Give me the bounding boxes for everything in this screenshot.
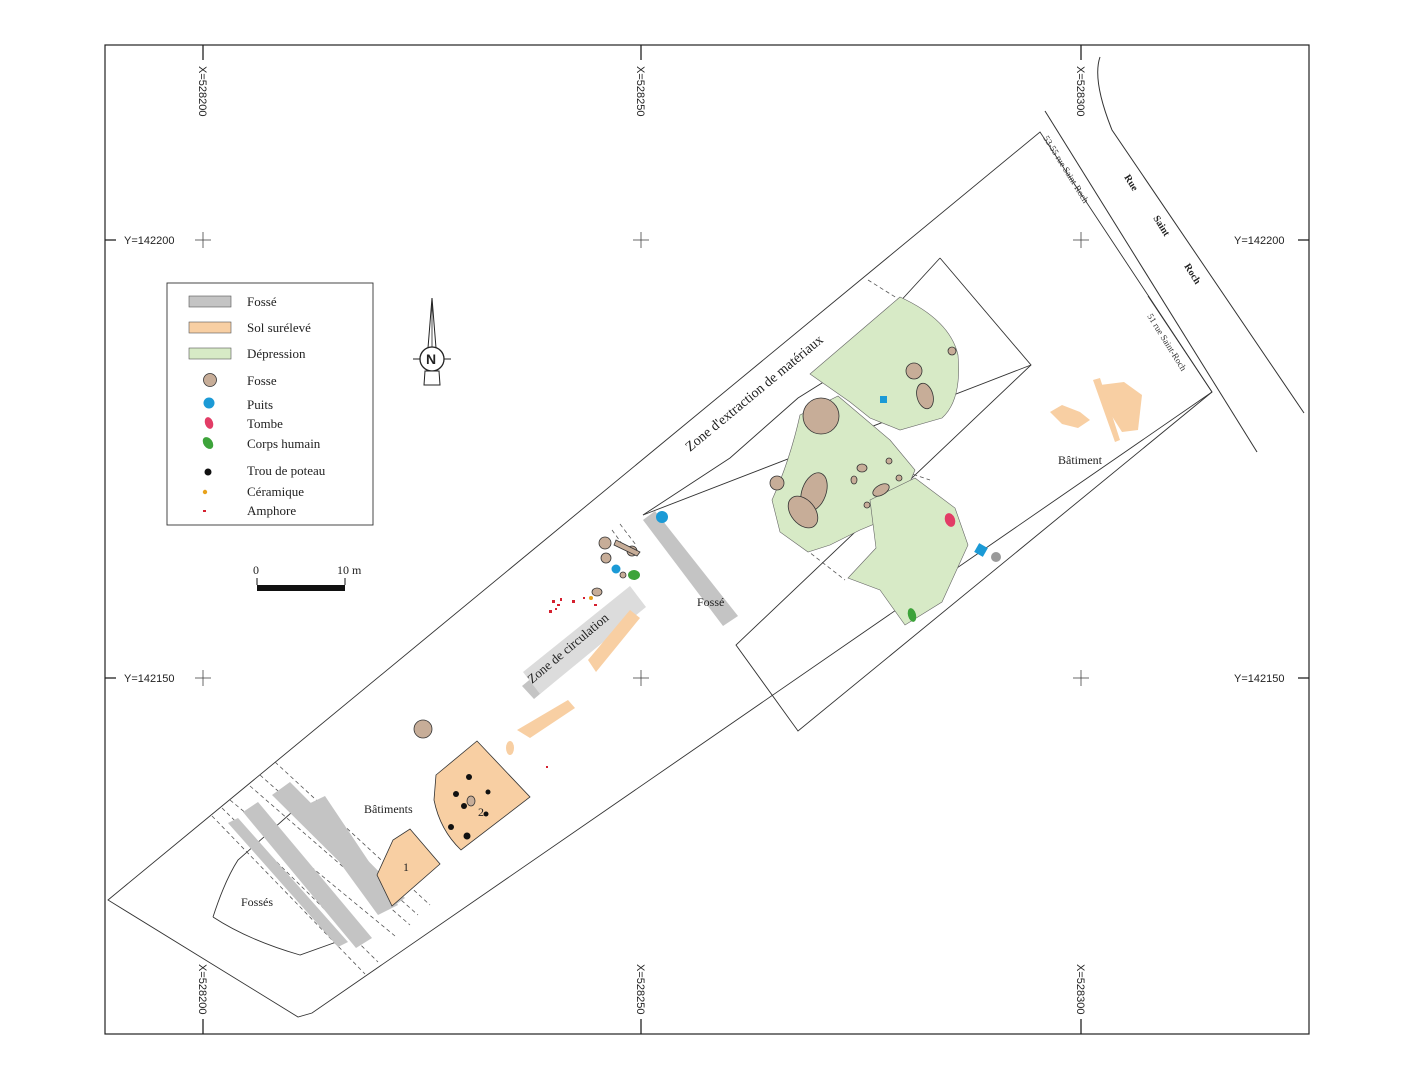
north-letter: N [426, 351, 436, 367]
ceramic [589, 596, 593, 600]
legend-label-ceramique: Céramique [247, 484, 304, 499]
map-frame [104, 44, 1310, 1035]
coord-y-lower-right: Y=142150 [1234, 673, 1284, 685]
scale-bar: 0 10 m [253, 563, 362, 591]
legend-label-puits: Puits [247, 397, 273, 412]
coord-x-top-right: X=528300 [1074, 66, 1086, 116]
legend-swatch-corps [202, 437, 214, 449]
label-building-1: 1 [403, 860, 409, 874]
circulation-strip [523, 586, 646, 694]
legend-label-corps: Corps humain [247, 436, 321, 451]
coord-x-bottom-right: X=528300 [1074, 964, 1086, 1014]
raised-floor-fragments [506, 378, 1142, 755]
legend-label-poteau: Trou de poteau [247, 463, 326, 478]
grid-ticks [105, 45, 1309, 1034]
legend-label-tombe: Tombe [247, 416, 283, 431]
grey-feature [991, 552, 1001, 562]
legend-swatch-fosse-dot [203, 373, 217, 387]
pits [413, 346, 957, 807]
legend-swatch-sol [188, 321, 232, 334]
street-label-roch: Roch [1181, 262, 1202, 287]
legend-swatch-amphore [203, 510, 206, 512]
street-label-rue: Rue [1121, 173, 1140, 194]
legend-swatch-ceramique [202, 489, 208, 495]
scale-start: 0 [253, 563, 259, 577]
legend-label-sol: Sol surélevé [247, 320, 311, 335]
legend-label-depression: Dépression [247, 346, 306, 361]
legend-label-fosse-dot: Fosse [247, 373, 277, 388]
ditch-bands [228, 511, 738, 948]
legend-label-fosse: Fossé [247, 294, 277, 309]
human-bodies [628, 570, 917, 622]
grid-crosses [195, 232, 1089, 686]
street-label-saint: Saint [1150, 214, 1171, 239]
coord-x-top-left: X=528200 [196, 66, 208, 116]
parcel-outlines [107, 131, 1213, 1018]
north-arrow-icon: N [413, 297, 451, 386]
post-holes [448, 774, 491, 840]
label-batiment: Bâtiment [1058, 453, 1103, 467]
legend-swatch-depression [188, 347, 232, 360]
legend: Fossé Sol surélevé Dépression Fosse Puit… [166, 282, 374, 526]
raised-floor-buildings [376, 740, 531, 907]
coord-x-bottom-left: X=528200 [196, 964, 208, 1014]
label-building-2: 2 [478, 805, 484, 819]
legend-swatch-tombe [204, 417, 214, 429]
tomb [944, 513, 956, 527]
label-fosse: Fossé [697, 595, 724, 609]
coord-y-lower-left: Y=142150 [124, 673, 174, 685]
address-51: 51 rue Saint-Roch [1145, 312, 1188, 373]
coord-y-upper-right: Y=142200 [1234, 235, 1284, 247]
wells [611, 396, 988, 574]
legend-swatch-fosse [188, 295, 232, 308]
coord-y-upper-left: Y=142200 [124, 235, 174, 247]
amphora-specks [546, 597, 597, 768]
label-fosses: Fossés [241, 895, 273, 909]
legend-label-amphore: Amphore [247, 503, 296, 518]
label-batiments: Bâtiments [364, 802, 413, 816]
street-rue-saint-roch [1044, 56, 1305, 453]
legend-swatch-puits [203, 397, 215, 409]
coord-x-top-mid: X=528250 [634, 66, 646, 116]
coord-x-bottom-mid: X=528250 [634, 964, 646, 1014]
legend-swatch-poteau [204, 468, 212, 476]
scale-end: 10 m [337, 563, 362, 577]
